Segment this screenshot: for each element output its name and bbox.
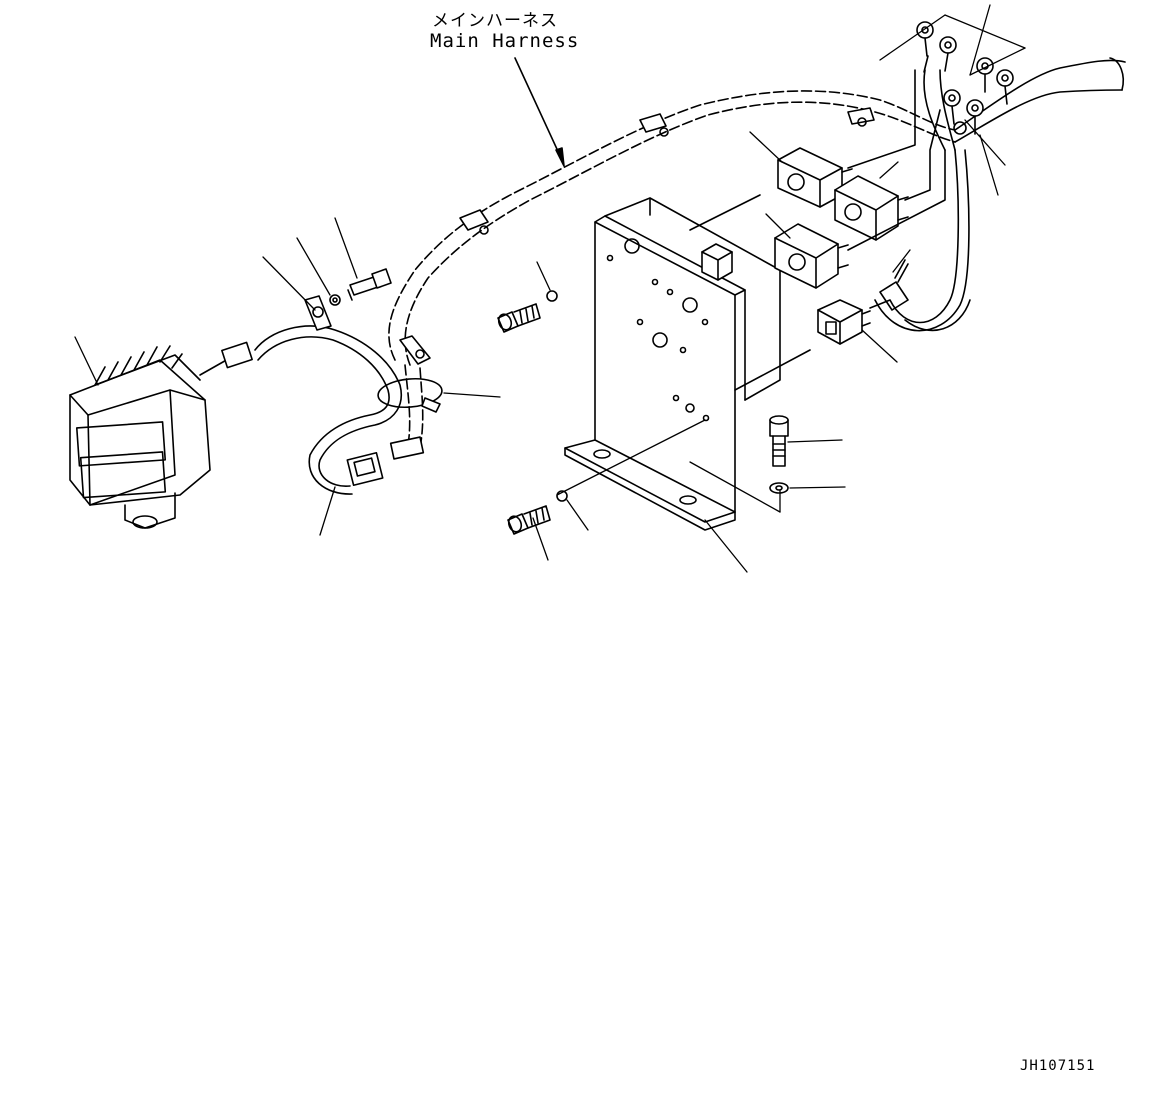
light-cable (255, 296, 443, 494)
harness-label-english: Main Harness (430, 30, 580, 52)
circuit-breaker-2 (835, 176, 908, 240)
harness-leader (515, 58, 564, 166)
work-light (70, 342, 252, 528)
leader-lines (75, 5, 1025, 572)
bolt-vertical (770, 416, 788, 493)
bolt-upper (497, 291, 557, 332)
drawing-code: JH107151 (1020, 1058, 1096, 1074)
bolt-lower (507, 491, 567, 534)
rocker-switch (818, 300, 870, 344)
main-harness (389, 58, 1125, 459)
breaker-wires (690, 70, 970, 390)
light-bolt (330, 269, 391, 305)
harness-label-japanese: メインハーネス (432, 11, 558, 31)
circuit-breaker-3 (775, 224, 848, 288)
relay-plug (880, 260, 908, 310)
mounting-bracket (565, 198, 780, 530)
ring-terminals (917, 22, 1013, 150)
